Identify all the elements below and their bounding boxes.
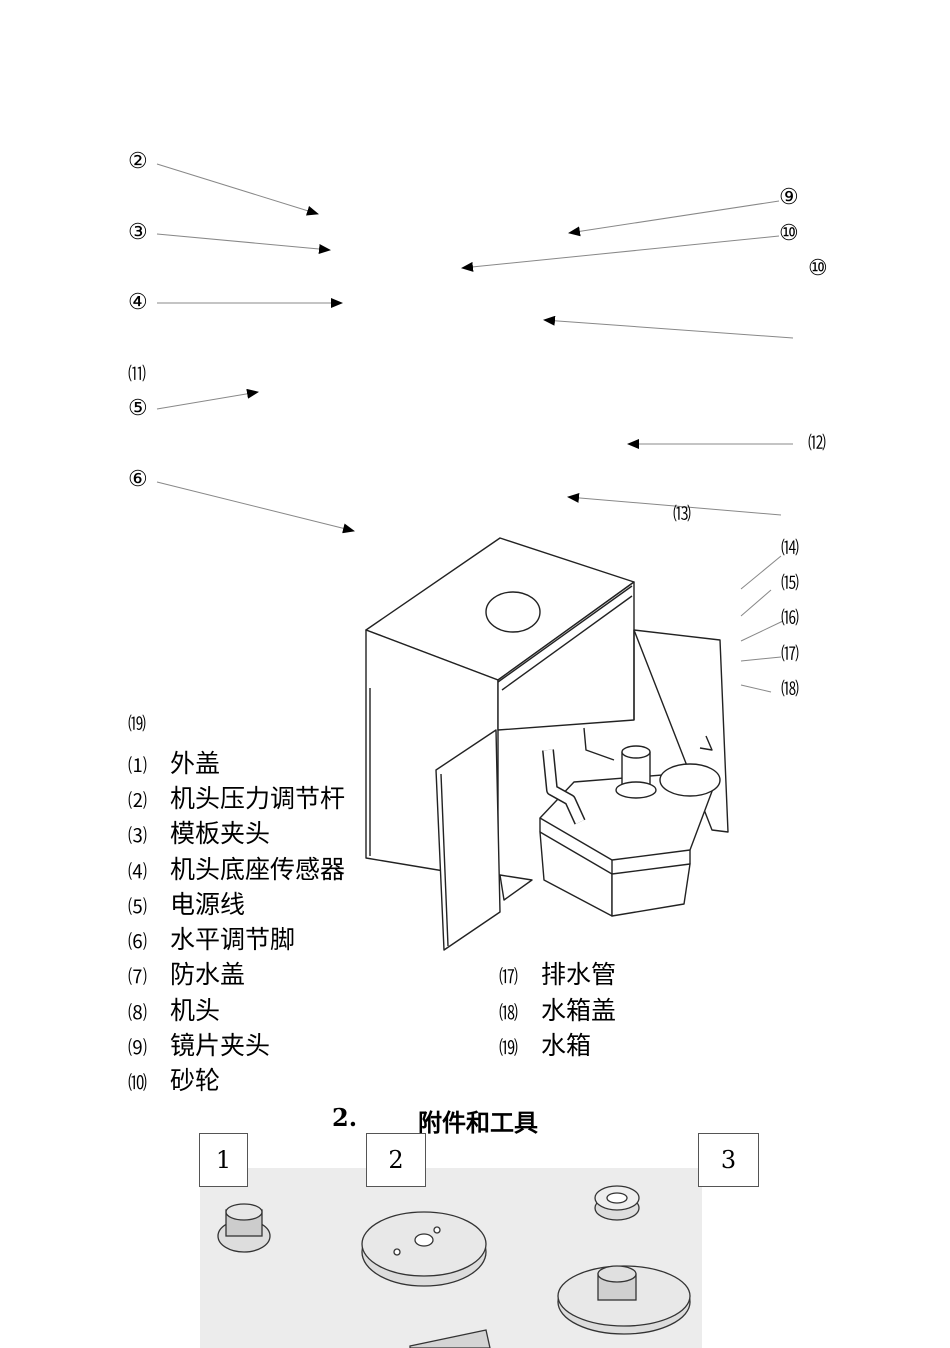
callout-12: ⑿ [808,433,826,454]
legend-item: ⒅ 水箱盖 [499,998,616,1023]
callout-18: ⒅ [781,679,799,700]
legend-label: 镜片夹头 [170,1031,271,1060]
legend-label: 水箱 [541,1031,592,1060]
legend-label: 机头 [170,996,221,1025]
legend-item: ⑵ 机头压力调节杆 [128,786,345,811]
callout-2: ② [128,149,148,174]
legend-number: ⑵ [128,790,148,812]
legend-label: 水箱盖 [541,996,617,1025]
legend-number: ⑽ [128,1072,148,1094]
legend-number: ⑼ [128,1037,148,1059]
callout-6: ⑥ [128,467,148,492]
callout-leaders [740,555,784,693]
callout-19: ⒆ [128,714,146,735]
legend-number: ⑺ [128,966,148,988]
legend-item: ⑸ 电源线 [128,892,245,917]
accessory-label-3: 3 [698,1133,759,1187]
legend-item: ⑺ 防水盖 [128,962,245,987]
legend-label: 电源线 [170,890,246,919]
legend-label: 砂轮 [170,1066,221,1095]
callout-10-secondary: ⑩ [808,256,828,281]
callout-11: ⑾ [128,364,146,385]
callout-14: ⒁ [781,538,799,559]
legend-label: 防水盖 [170,960,246,989]
callout-arrows [156,163,794,534]
callout-9: ⑨ [779,185,799,210]
accessories-illustration [200,1168,702,1348]
legend-item: ⑻ 机头 [128,998,220,1023]
section-title: 附件和工具 [418,1108,538,1137]
accessory-label-1: 1 [199,1133,248,1187]
legend-item: ⑷ 机头底座传感器 [128,857,345,882]
callout-4: ④ [128,290,148,315]
legend-item: ⒄ 排水管 [499,962,616,987]
legend-item: ⑶ 模板夹头 [128,821,270,846]
callout-17: ⒄ [781,644,799,665]
legend-item: ⑴ 外盖 [128,751,220,776]
legend-number: ⑴ [128,755,148,777]
legend-number: ⒆ [499,1037,519,1059]
legend-item: ⑼ 镜片夹头 [128,1033,270,1058]
legend-number: ⑻ [128,1002,148,1024]
legend-item: ⒆ 水箱 [499,1033,591,1058]
legend-item: ⑹ 水平调节脚 [128,927,295,952]
section-number: 2. [332,1103,358,1132]
legend-number: ⑹ [128,931,148,953]
callout-5: ⑤ [128,396,148,421]
legend-label: 模板夹头 [170,819,271,848]
legend-number: ⑸ [128,896,148,918]
legend-label: 机头压力调节杆 [170,784,346,813]
callout-15: ⒂ [781,573,799,594]
legend-label: 排水管 [541,960,617,989]
legend-number: ⒅ [499,1002,519,1024]
legend-number: ⑷ [128,861,148,883]
machine-body [365,537,729,951]
legend-label: 机头底座传感器 [170,855,346,884]
legend-label: 外盖 [170,749,221,778]
callout-10: ⑩ [779,221,799,246]
legend-item: ⑽ 砂轮 [128,1068,220,1093]
callout-13: ⒀ [673,504,691,525]
accessory-label-2: 2 [366,1133,426,1187]
legend-label: 水平调节脚 [170,925,296,954]
legend-number: ⑶ [128,825,148,847]
callout-16: ⒃ [781,608,799,629]
legend-number: ⒄ [499,966,519,988]
callout-3: ③ [128,220,148,245]
